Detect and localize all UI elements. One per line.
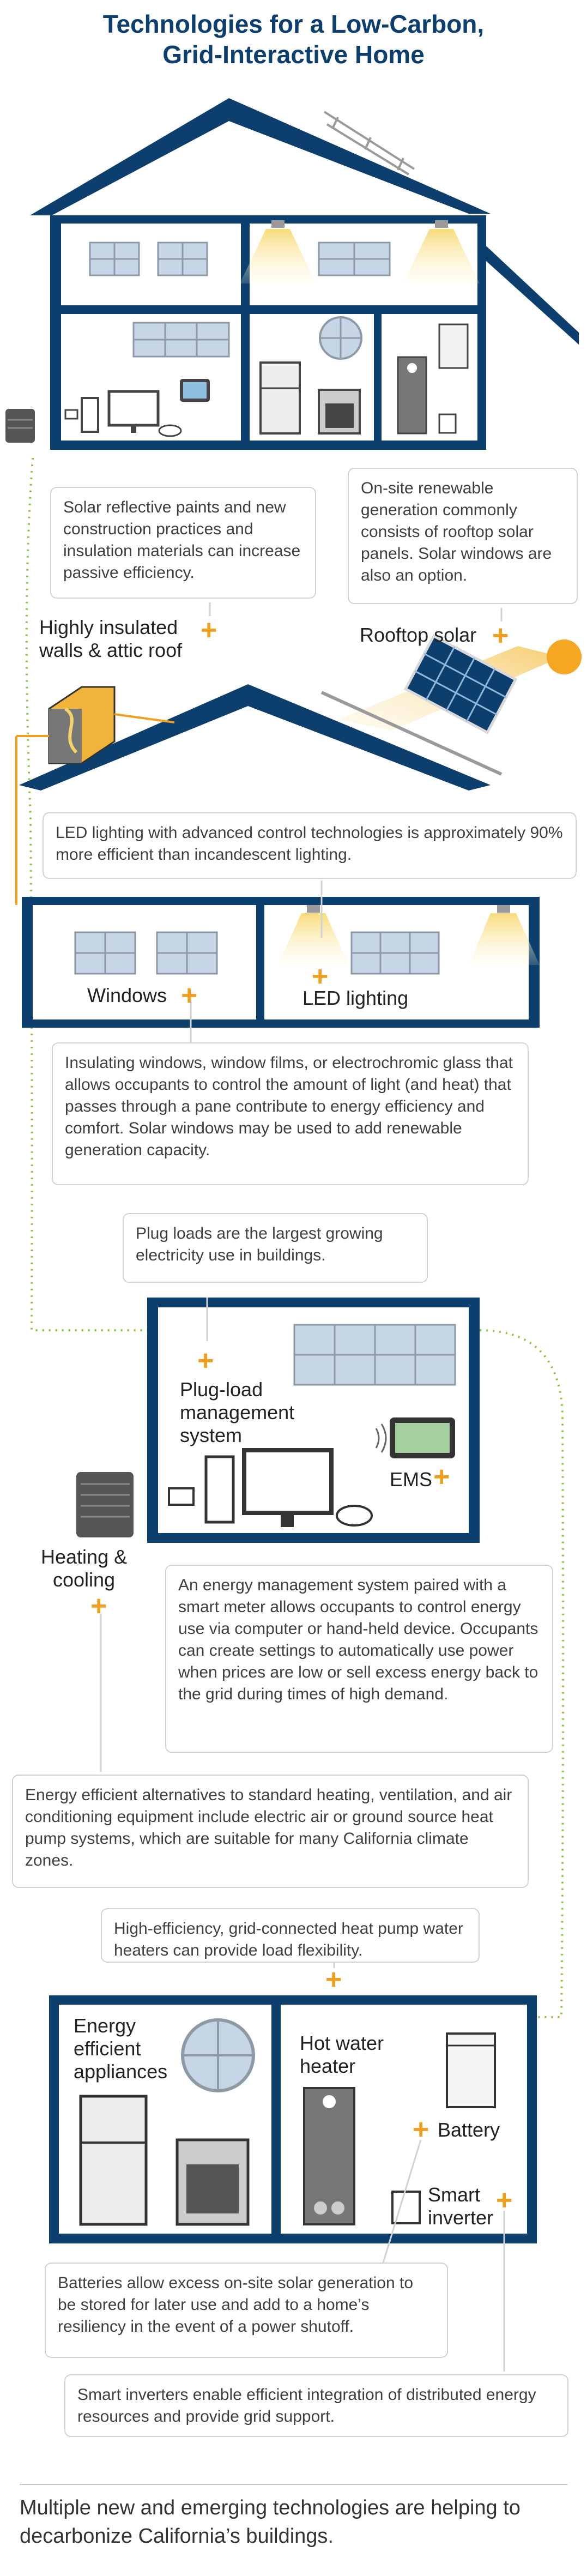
label-rooftop-solar: Rooftop solar xyxy=(360,624,477,646)
plug-load-section xyxy=(147,1298,480,1543)
title-line-2: Grid-Interactive Home xyxy=(162,40,425,69)
callout-leader-lines xyxy=(190,602,503,1968)
plus-icon-rooftop-solar[interactable]: + xyxy=(492,620,509,651)
plus-icon-walls[interactable]: + xyxy=(201,614,217,646)
callout-rooftop-solar: On-site renewable generation commonly co… xyxy=(348,468,578,604)
house-overview xyxy=(30,98,579,450)
plus-icon-heating-cooling[interactable]: + xyxy=(90,1590,107,1622)
label-heating-cooling: Heating & cooling xyxy=(41,1546,128,1591)
plus-icon-ems[interactable]: + xyxy=(433,1461,450,1493)
callout-smart-inverter: Smart inverters enable efficient integra… xyxy=(64,2374,568,2437)
callout-water-heater: High-efficiency, grid-connected heat pum… xyxy=(101,1908,480,1963)
footer-caption: Multiple new and emerging technologies a… xyxy=(20,2496,521,2548)
callout-plug-loads: Plug loads are the largest growing elect… xyxy=(123,1213,428,1283)
roof-section xyxy=(15,634,582,905)
label-ems: EMS xyxy=(390,1468,433,1491)
plus-icon-water-heater[interactable]: + xyxy=(325,1964,342,1995)
label-smart-inverter: Smart inverter xyxy=(428,2183,494,2229)
callout-windows: Insulating windows, window films, or ele… xyxy=(52,1042,529,1185)
label-battery: Battery xyxy=(438,2119,500,2141)
hvac-unit xyxy=(76,1472,134,1772)
callout-ems: An energy management system paired with … xyxy=(165,1565,553,1753)
plus-icon-plug-load[interactable]: + xyxy=(197,1345,214,1377)
label-windows: Windows xyxy=(87,984,167,1006)
plus-icon-led-lighting[interactable]: + xyxy=(312,961,329,992)
callout-heating-cooling: Energy efficient alternatives to standar… xyxy=(12,1775,529,1888)
callout-battery: Batteries allow excess on-site solar gen… xyxy=(45,2263,448,2358)
plus-icon-smart-inverter[interactable]: + xyxy=(496,2185,513,2216)
callout-passive-efficiency: Solar reflective paints and new construc… xyxy=(50,487,316,599)
roof-solar-panels xyxy=(323,111,415,176)
label-insulated-walls: Highly insulated walls & attic roof xyxy=(39,616,183,661)
footer-divider xyxy=(20,2484,567,2485)
label-hot-water-heater: Hot water heater xyxy=(300,2032,384,2077)
dotted-connector-lines xyxy=(25,457,565,2018)
page-title: Technologies for a Low-Carbon, Grid-Inte… xyxy=(0,9,587,70)
label-led-lighting: LED lighting xyxy=(302,987,409,1009)
appliances-section xyxy=(49,1995,537,2372)
title-line-1: Technologies for a Low-Carbon, xyxy=(102,10,485,38)
plus-icon-windows[interactable]: + xyxy=(181,980,198,1011)
small-hvac-icon xyxy=(5,409,35,443)
label-plug-load: Plug-load management system xyxy=(180,1378,295,1446)
callout-led-lighting: LED lighting with advanced control techn… xyxy=(43,812,577,879)
label-efficient-appliances: Energy efficient appliances xyxy=(74,2014,168,2083)
plus-icon-battery[interactable]: + xyxy=(413,2114,429,2145)
windows-led-section xyxy=(22,897,540,1028)
